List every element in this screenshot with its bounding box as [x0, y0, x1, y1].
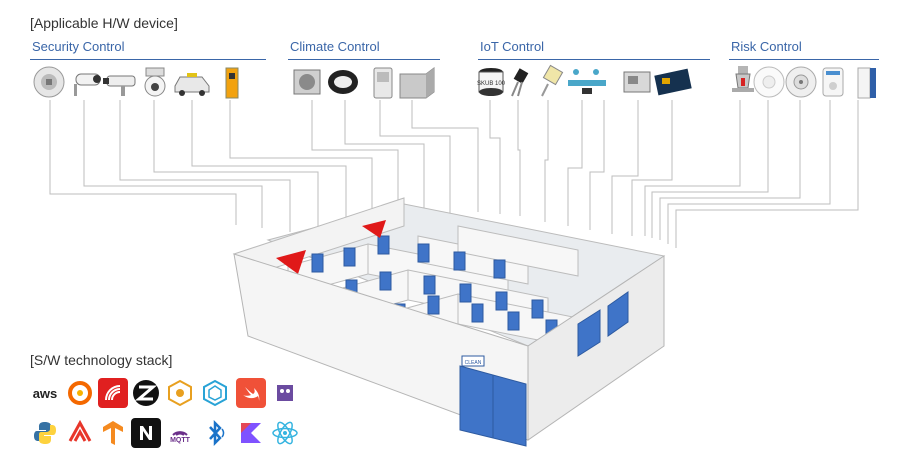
- humidity-sensor-icon: [541, 64, 564, 97]
- category-underline: [729, 59, 879, 60]
- category-iot-control: IoT Control: [480, 39, 545, 54]
- dust-sensor-icon: [623, 71, 651, 93]
- svelte-icon: [65, 418, 95, 448]
- door-sign: [461, 355, 485, 367]
- patrol-car-icon: [174, 73, 210, 96]
- cleanroom-building: CLEAN: [232, 197, 666, 447]
- swift-icon: [236, 378, 266, 408]
- aws-icon: aws: [30, 378, 60, 408]
- home-assistant-icon: [165, 378, 195, 408]
- gas-leak-detector-icon: [822, 67, 844, 97]
- door-sign-text: CLEAN: [465, 360, 482, 366]
- smart-lock-icon: [33, 66, 65, 98]
- zigbee-icon: [131, 378, 161, 408]
- controller-board-icon: [654, 68, 692, 96]
- category-underline: [288, 59, 440, 60]
- barrier-gate-icon: [225, 67, 239, 99]
- category-climate-control: Climate Control: [290, 39, 380, 54]
- category-underline: [478, 59, 710, 60]
- openhab-icon: [200, 378, 230, 408]
- mqtt-label: MQTT: [170, 436, 190, 444]
- hw-header: [Applicable H/W device]: [30, 15, 178, 31]
- ptz-camera-icon: [144, 67, 166, 97]
- category-underline: [30, 59, 266, 60]
- temperature-probe-icon: [511, 68, 529, 97]
- warning-triangle: [362, 220, 386, 238]
- nfc-icon: [131, 418, 161, 448]
- ceiling-ac-icon: [328, 70, 358, 94]
- smoke-detector-icon: [753, 66, 785, 98]
- air-handler-icon: [293, 69, 321, 95]
- tensorflow-icon: [98, 418, 128, 448]
- sensor-board-icon: [568, 69, 606, 94]
- python-icon: [30, 418, 60, 448]
- kotlin-icon: [236, 418, 266, 448]
- aws-icon-text: aws: [32, 385, 58, 401]
- category-risk-control: Risk Control: [731, 39, 802, 54]
- hvac-unit-icon: [399, 67, 435, 99]
- sw-header: [S/W technology stack]: [30, 352, 173, 368]
- espressif-icon: [98, 378, 128, 408]
- air-purifier-icon: [373, 67, 393, 99]
- grafana-icon: [65, 378, 95, 408]
- door-sensor-icon: [857, 67, 876, 99]
- owasp-icon: [270, 378, 300, 408]
- react-icon: [270, 418, 300, 448]
- category-security-control: Security Control: [32, 39, 125, 54]
- gas-sensor-icon: SKUB 100: [477, 68, 506, 96]
- side-wall: [527, 255, 665, 441]
- warning-triangle: [276, 250, 306, 274]
- sprinkler-icon: [732, 66, 754, 92]
- sensor-label: SKUB 100: [477, 81, 506, 87]
- heat-detector-icon: [785, 66, 817, 98]
- mqtt-icon: MQTT: [165, 418, 195, 448]
- cctv-camera-icon: [74, 73, 101, 96]
- bullet-camera-icon: [103, 75, 136, 96]
- bluetooth-icon: [200, 418, 230, 448]
